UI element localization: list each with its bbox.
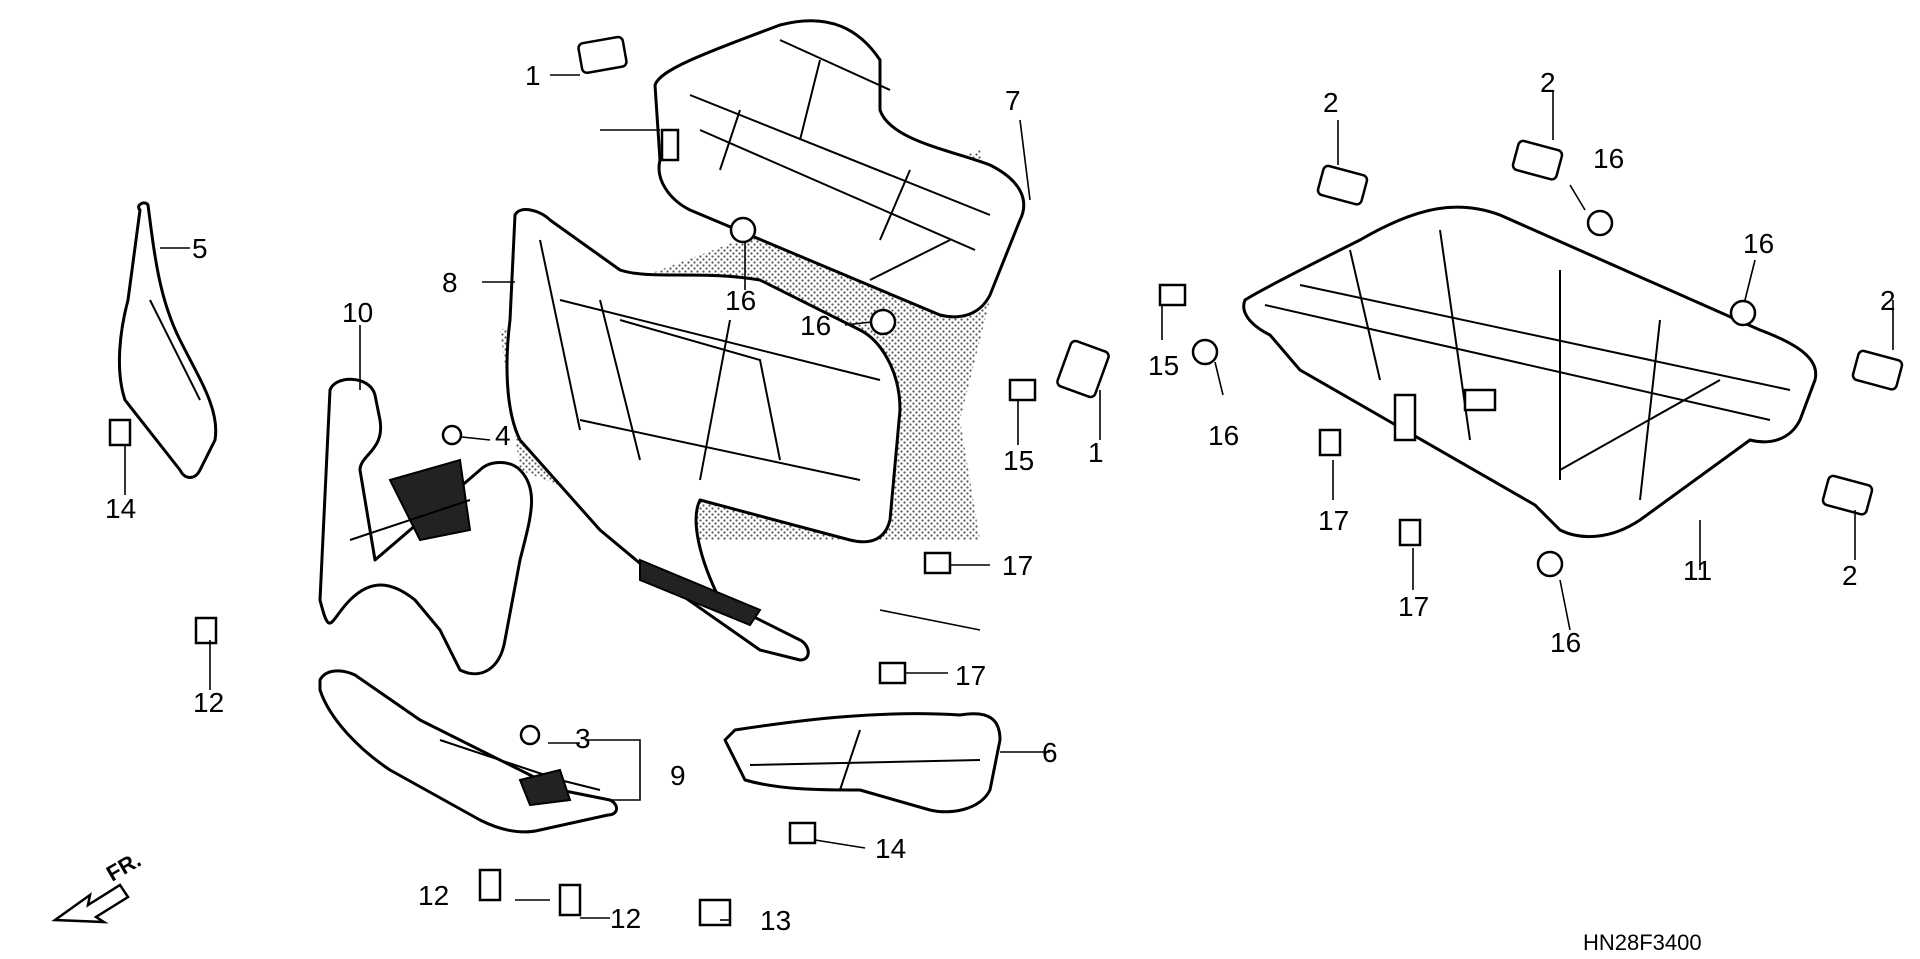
- callout-16: 16: [1593, 143, 1624, 174]
- rear-carrier: [653, 19, 1026, 319]
- front-bracket: [318, 377, 533, 676]
- callout-16: 16: [1743, 228, 1774, 259]
- callout-2: 2: [1323, 87, 1339, 118]
- callout-10: 10: [342, 297, 373, 328]
- left-fender-guard: [117, 201, 218, 479]
- callout-11: 11: [1683, 555, 1712, 586]
- callout-14: 14: [105, 493, 136, 524]
- direction-label: FR.: [102, 847, 145, 886]
- callout-labels: 1 1 2 2 2 2 3 4 5 6 7 8 9 10 11 12 12 12…: [105, 60, 1896, 936]
- callout-17: 17: [1398, 591, 1429, 622]
- callout-3: 3: [575, 723, 591, 754]
- hardware: [108, 35, 1904, 927]
- callout-13: 13: [760, 905, 791, 936]
- callout-4: 4: [495, 420, 511, 451]
- callout-17: 17: [1318, 505, 1349, 536]
- leader-lines: [124, 74, 1894, 921]
- side-guard: [723, 712, 1002, 814]
- callout-15: 15: [1003, 445, 1034, 476]
- callout-1: 1: [1088, 437, 1104, 468]
- callout-16: 16: [725, 285, 756, 316]
- callout-17: 17: [955, 660, 986, 691]
- callout-12: 12: [193, 687, 224, 718]
- callout-2: 2: [1880, 285, 1896, 316]
- callout-16: 16: [800, 310, 831, 341]
- callout-16: 16: [1208, 420, 1239, 451]
- callout-5: 5: [192, 233, 208, 264]
- diagram-code: HN28F3400: [1583, 930, 1702, 955]
- callout-7: 7: [1005, 85, 1021, 116]
- callout-9: 9: [670, 760, 686, 791]
- callout-12: 12: [610, 903, 641, 934]
- callout-15: 15: [1148, 350, 1179, 381]
- callout-12: 12: [418, 880, 449, 911]
- callout-8: 8: [442, 267, 458, 298]
- callout-2: 2: [1842, 560, 1858, 591]
- callout-14: 14: [875, 833, 906, 864]
- callout-2: 2: [1540, 67, 1556, 98]
- skid-plate: [318, 669, 618, 834]
- callout-17: 17: [1002, 550, 1033, 581]
- callout-1: 1: [525, 60, 541, 91]
- side-carrier: [1242, 205, 1818, 539]
- callout-16: 16: [1550, 627, 1581, 658]
- callout-6: 6: [1042, 737, 1058, 768]
- front-direction-indicator: FR.: [51, 847, 145, 924]
- front-carrier: [505, 208, 902, 662]
- arrow-icon: [51, 883, 130, 924]
